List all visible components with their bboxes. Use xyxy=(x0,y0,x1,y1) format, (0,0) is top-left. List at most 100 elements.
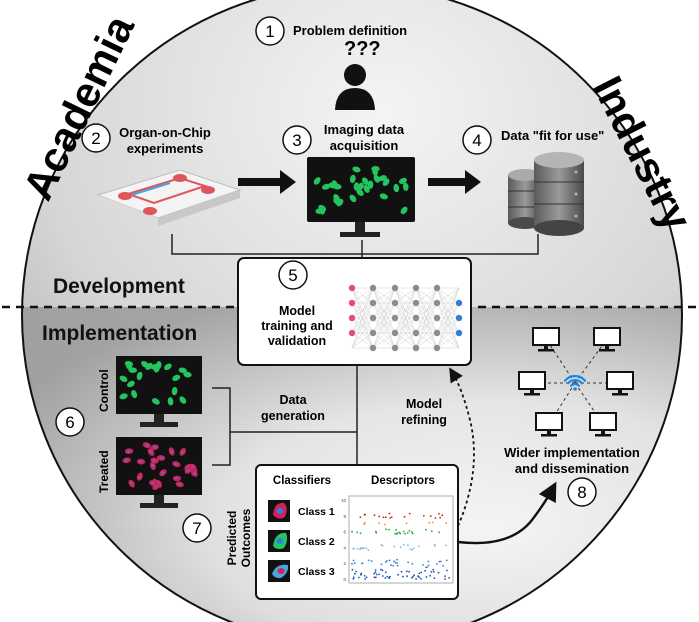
nn-edge xyxy=(436,332,460,349)
scatter-point xyxy=(378,522,380,525)
imaging-monitor xyxy=(307,157,415,237)
neural-network-diagram xyxy=(348,284,463,352)
scatter-point xyxy=(402,530,405,533)
cell xyxy=(156,455,166,461)
convergence-connector xyxy=(171,234,539,258)
scatter-point xyxy=(427,564,430,567)
scatter-point xyxy=(396,558,398,561)
scatter-point xyxy=(420,578,422,580)
network-link xyxy=(545,338,576,384)
scatter-point xyxy=(361,547,363,549)
treated-label: Treated xyxy=(97,450,111,493)
predicted-outcomes-line-2: Outcomes xyxy=(239,508,253,567)
dissemination-arrow xyxy=(457,481,557,545)
computer-icon xyxy=(532,327,560,352)
scatter-point xyxy=(426,566,428,568)
nn-edge xyxy=(436,287,460,334)
nn-edge xyxy=(351,287,374,319)
step-2-title-line-1: Organ-on-Chip xyxy=(119,125,211,140)
scatter-point xyxy=(432,521,434,524)
nn-node xyxy=(348,314,356,322)
scatter-point xyxy=(394,532,397,535)
scatter-point xyxy=(418,576,421,579)
scatter-point xyxy=(383,523,386,526)
svg-text:4: 4 xyxy=(472,131,481,150)
scatter-point xyxy=(381,569,384,572)
cell xyxy=(171,386,178,396)
scatter-point xyxy=(351,568,354,571)
control-monitor xyxy=(116,356,202,427)
scatter-point xyxy=(397,573,399,576)
cell xyxy=(172,475,182,482)
nn-edge xyxy=(436,287,460,349)
scatter-point xyxy=(408,529,411,532)
scatter-point xyxy=(444,578,446,580)
step-2-badge: 2 xyxy=(81,123,111,153)
scatter-point xyxy=(445,544,448,547)
scatter-point xyxy=(353,562,356,565)
scatter-point xyxy=(445,559,448,562)
scatter-point xyxy=(429,574,431,577)
class-2-cell-icon xyxy=(268,530,290,552)
nn-edge xyxy=(351,287,374,334)
nn-node xyxy=(433,329,441,337)
scatter-point xyxy=(413,574,415,577)
cell xyxy=(184,467,193,474)
scatter-point xyxy=(448,577,450,579)
cell xyxy=(313,177,321,185)
step-8-title-line-2: and dissemination xyxy=(515,461,629,476)
scatter-point xyxy=(442,564,445,567)
green-cells-image xyxy=(313,165,409,215)
model-refining-arrow xyxy=(449,367,475,527)
cell xyxy=(124,448,134,455)
nn-edge xyxy=(415,287,438,304)
scatter-point xyxy=(432,568,435,571)
nn-node xyxy=(391,284,399,292)
model-refining-line-2: refining xyxy=(401,413,447,427)
cell xyxy=(154,362,162,370)
scatter-point xyxy=(396,564,399,567)
cell xyxy=(372,167,378,176)
nn-edge xyxy=(415,302,438,349)
step-4-title: Data "fit for use" xyxy=(501,128,604,143)
scatter-point xyxy=(393,560,395,563)
scatter-point xyxy=(396,533,398,535)
nn-edge xyxy=(394,302,417,349)
scatter-point xyxy=(424,569,427,572)
svg-text:6: 6 xyxy=(65,413,74,432)
step-8-badge: 8 xyxy=(567,477,597,507)
class-3-cell-icon xyxy=(268,560,290,582)
nn-edge xyxy=(372,287,396,334)
scatter-point xyxy=(422,514,425,517)
cell xyxy=(128,479,135,488)
scatter-point xyxy=(412,575,414,578)
scatter-point xyxy=(433,577,436,579)
nn-node xyxy=(348,299,356,307)
cell xyxy=(142,442,151,449)
nn-node xyxy=(455,329,463,337)
scatter-point xyxy=(441,514,444,517)
svg-text:1: 1 xyxy=(265,22,274,41)
scatter-point xyxy=(374,530,377,533)
scatter-point xyxy=(399,546,402,549)
scatter-point xyxy=(388,559,391,562)
cell xyxy=(159,469,167,477)
nn-node xyxy=(433,284,441,292)
arrow-2-to-3 xyxy=(238,170,296,194)
scatter-point xyxy=(367,549,370,551)
scatter-point xyxy=(406,532,409,534)
scatter-point xyxy=(351,562,353,565)
scatter-point xyxy=(402,544,405,546)
nn-node xyxy=(412,284,420,292)
scatter-point xyxy=(396,562,398,564)
cell xyxy=(150,444,159,451)
y-tick-label: 0 xyxy=(343,577,346,582)
scatter-point xyxy=(352,559,355,562)
cell xyxy=(361,177,369,185)
computer-icon xyxy=(606,371,634,396)
scatter-point xyxy=(409,548,412,551)
cell xyxy=(349,194,357,203)
scatter-point xyxy=(388,512,391,515)
scatter-point xyxy=(365,576,368,579)
nn-node xyxy=(455,299,463,307)
